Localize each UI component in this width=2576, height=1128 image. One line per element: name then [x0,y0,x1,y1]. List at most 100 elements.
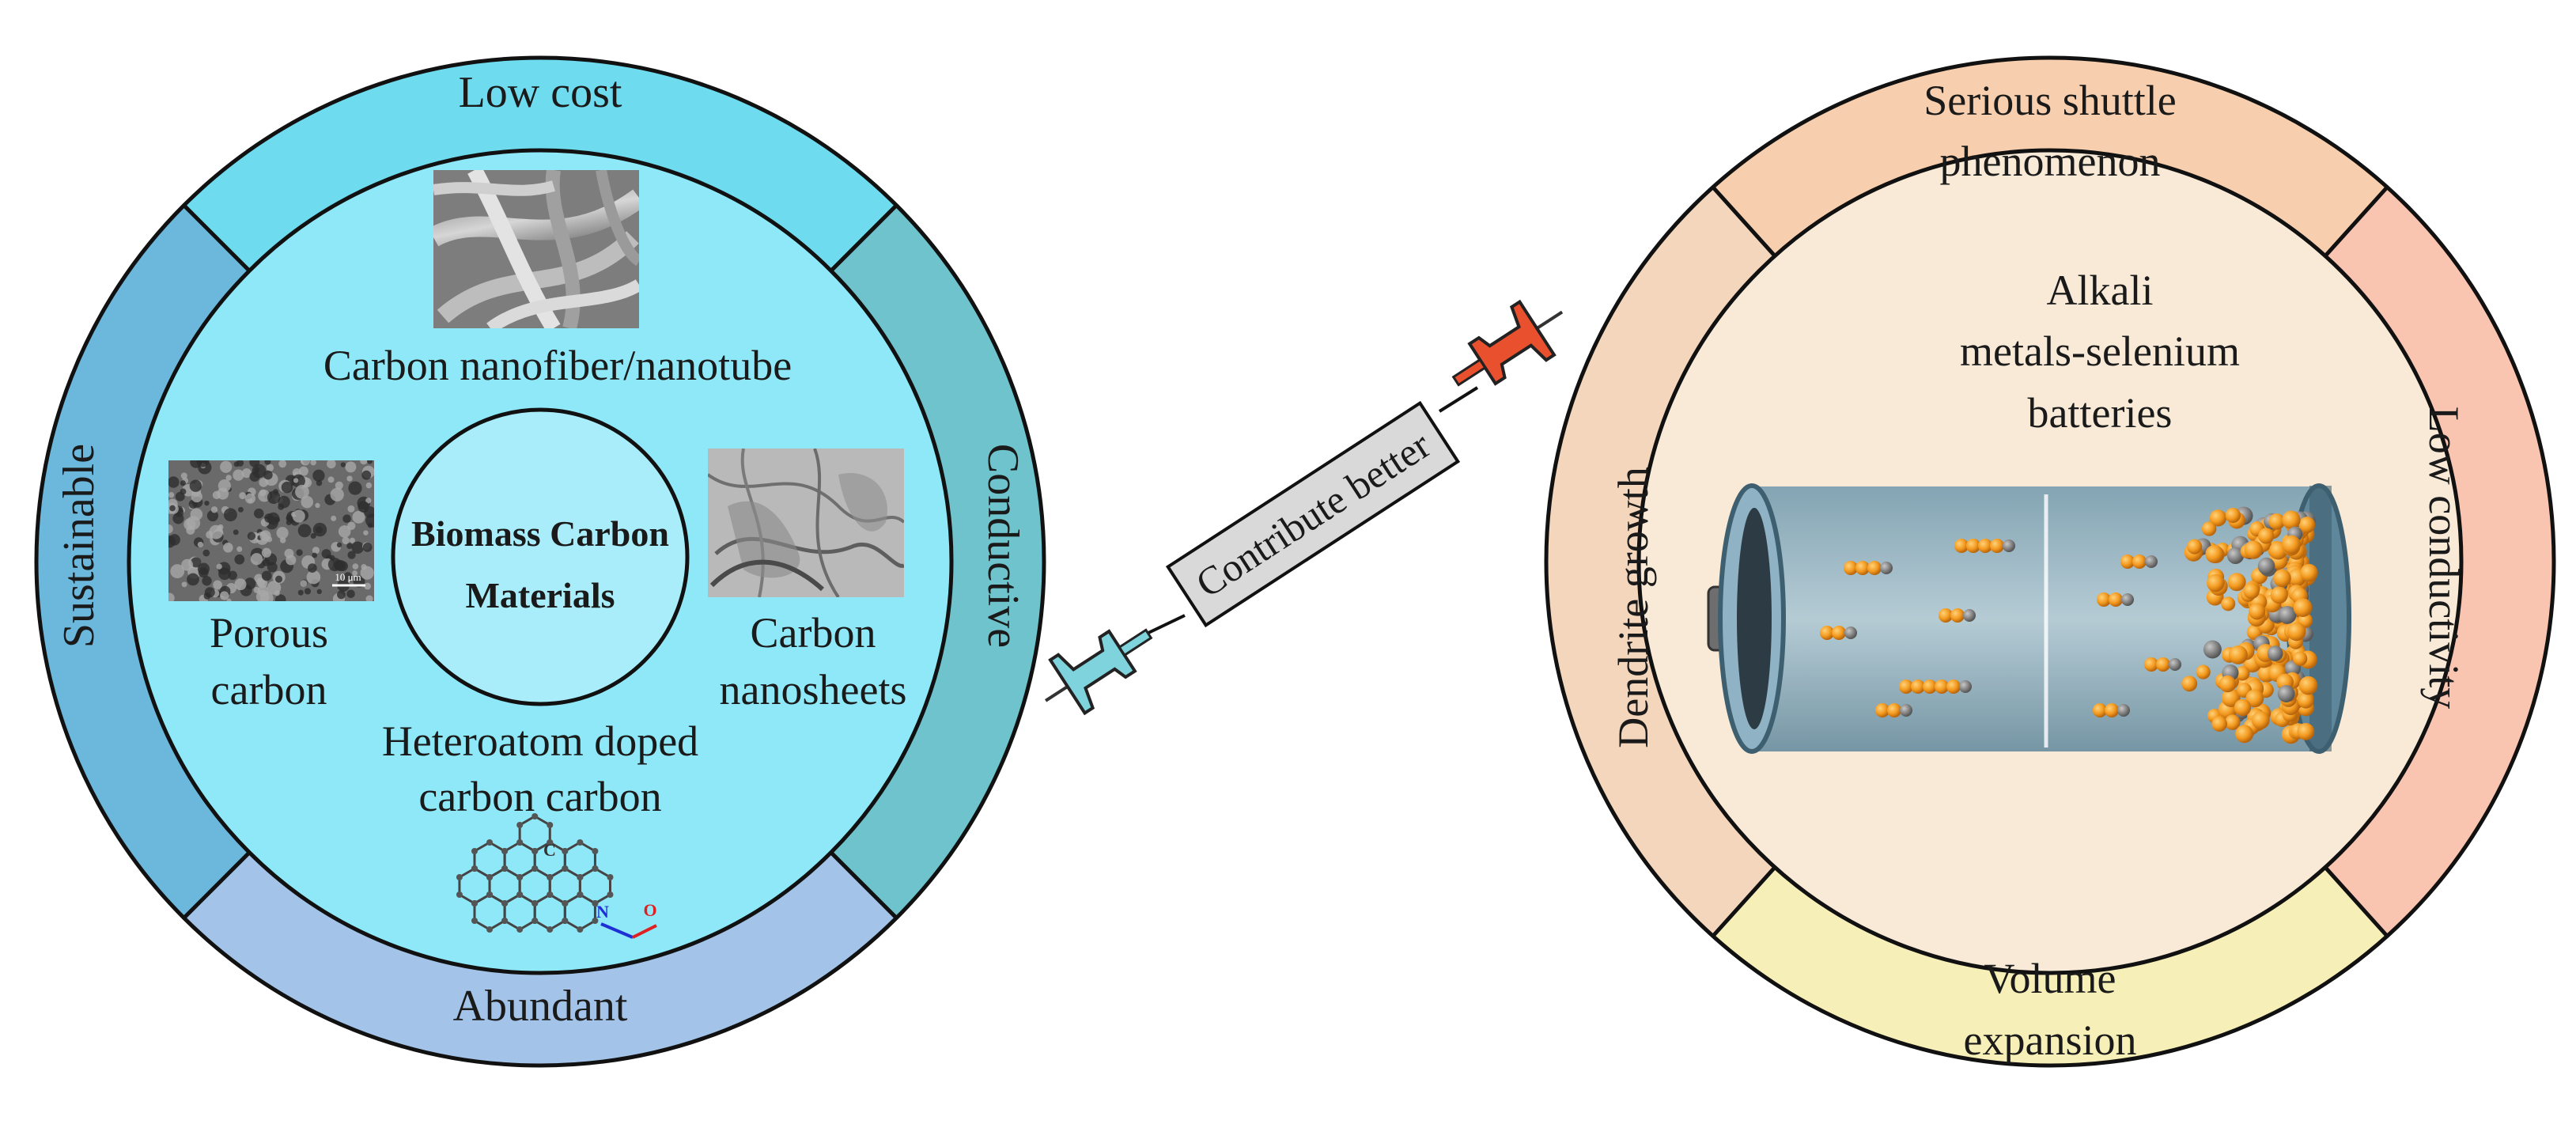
left-ring-top-segment [183,58,897,271]
molecule-atom [577,874,584,880]
molecule-atom [547,822,554,828]
electrode-particle [2235,666,2250,681]
ring-divider [829,850,898,920]
molecule-atom [516,926,524,933]
electrode-particle [2287,622,2306,642]
molecule-atom [516,839,524,846]
selenium-particle [2144,657,2158,672]
electrode-particle [2227,573,2246,592]
electrode-particle [2245,689,2264,708]
molecule-atom [562,848,569,854]
selenium-particle [2097,592,2111,607]
porous-carbon-label-line1: Porous [210,609,328,657]
porous-carbon-label-line2: carbon [211,666,327,714]
selenium-particle [2156,657,2170,672]
molecule-atom [501,918,509,924]
porous-carbon-micrograph [168,460,374,601]
electrode-particle [2203,640,2222,659]
molecule-atom [607,874,614,880]
connector-thread-upper [1438,386,1479,413]
metal-ion-particle [2121,593,2134,606]
right-outer-border [1544,55,2556,1068]
molecule-atom [547,874,554,880]
molecule-atom [577,926,584,933]
electrode-particle [2244,540,2264,559]
selenium-particle [2120,555,2135,569]
molecule-atom [562,918,569,924]
ring-divider [1711,865,1776,938]
molecule-atom [471,865,478,872]
molecule-atom [471,918,478,924]
molecule-atom [456,874,463,880]
biomass-center-label-line1: Biomass Carbon [411,513,669,554]
molecule-atom [592,848,599,854]
selenium-particle [1939,608,1953,623]
selenium-particle [1935,679,1949,694]
molecule-atom [501,848,509,854]
electrode-particle [2221,596,2236,611]
electrode-particle [2257,557,2275,575]
molecule-atom [471,900,478,907]
nanofiber-micrograph [433,170,639,328]
selenium-particle [1954,539,1969,553]
selenium-particle [1887,703,1901,717]
nanofiber-label: Carbon nanofiber/nanotube [323,342,792,389]
selenium-particle [2105,703,2119,717]
electrode-particle [2277,685,2295,703]
metal-ion-particle [2003,539,2015,552]
molecule-atom [516,891,524,898]
electrode-particle [2278,606,2297,624]
biomass-center-label-line2: Materials [465,575,615,615]
volume-label-line2: expansion [1964,1016,2137,1064]
molecule-atom [531,848,539,854]
molecule-nitrogen-atom-label: N [596,902,609,922]
molecule-atom [516,822,524,828]
nanosheets-label-line2: nanosheets [720,666,907,714]
electrode-particle [2211,716,2227,732]
battery-cylinder-illustration [1707,483,2351,754]
abundant-label: Abundant [453,982,628,1031]
electrode-particle [2298,517,2316,533]
right-ring-dividers [1711,185,2389,938]
left-ring-bottom-segment [183,852,897,1066]
electrode-particle [2234,698,2252,717]
ring-divider [2324,185,2389,258]
molecule-atom [486,926,494,933]
ring-divider [182,850,252,920]
molecule-atom [531,813,539,820]
heteroatom-label-line1: Heteroatom doped [382,717,698,765]
electrode-particle [2229,645,2248,664]
electrode-particle [2258,528,2275,544]
right-ring-bottom-segment [1712,867,2388,1066]
molecule-atom [562,865,569,872]
electrode-particle [2181,676,2198,692]
selenium-particle [1966,539,1980,553]
electrode-particle [2249,603,2266,620]
left-circle: Low cost Abundant Sustainable Conductive… [34,55,1046,1068]
molecule-atom [456,891,463,898]
heteroatom-label-line2: carbon carbon [418,773,661,820]
electrode-particle [2187,539,2203,555]
electrode-particle [2196,664,2211,679]
molecule-carbon-atom-label: C [543,840,556,860]
blue-pushpin-icon [1045,628,1153,716]
electrode-particle [2300,563,2318,582]
molecule-atom [531,865,539,872]
metal-ion-particle [1880,562,1893,574]
left-ring-right-segment [830,205,1044,918]
electrode-particle [2297,722,2315,740]
molecule-atom [486,839,494,846]
molecule-atom [486,874,494,880]
molecule-atom [531,918,539,924]
ring-divider [182,203,252,273]
volume-label-line1: Volume [1984,955,2116,1002]
molecule-atom [592,900,599,907]
selenium-particle [1844,561,1858,575]
electrode-particle [2226,547,2245,565]
electrode-particle [2298,676,2318,695]
molecule-atom [501,865,509,872]
battery-label-line2: metals-selenium [1960,327,2240,375]
electrode-particle [2222,688,2241,707]
electrode-particle [2219,675,2237,693]
nanosheets-label-line1: Carbon [751,609,876,657]
